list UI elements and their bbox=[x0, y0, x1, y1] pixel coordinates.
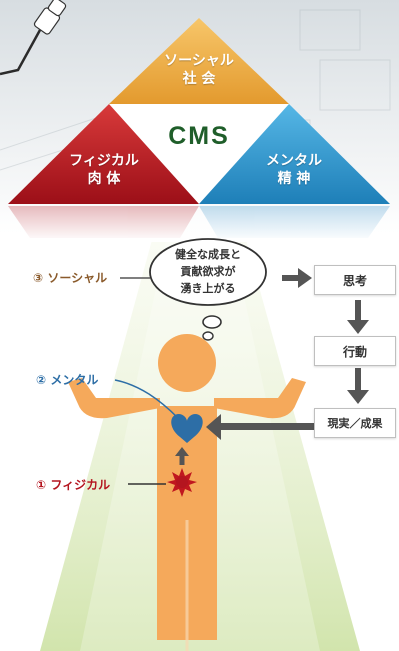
arrow-up-icon bbox=[175, 447, 189, 465]
triangle-social bbox=[109, 18, 289, 104]
cms-title: CMS bbox=[168, 122, 230, 150]
cms-triangle bbox=[8, 18, 390, 204]
person-head bbox=[158, 334, 216, 392]
social-label: ③ ソーシャル bbox=[33, 271, 108, 285]
person-left-arm bbox=[68, 378, 160, 419]
sun-icon bbox=[167, 468, 197, 497]
physical-subtitle: 肉 体 bbox=[87, 171, 121, 187]
physical-title: フィジカル bbox=[69, 153, 139, 169]
triangle-center bbox=[109, 104, 289, 204]
triangle-social-text: ソーシャル 社 会 bbox=[149, 52, 249, 88]
thought-bubble bbox=[149, 238, 267, 341]
flow-box-result: 現実／成果 bbox=[314, 408, 396, 438]
hand-pointer-icon bbox=[0, 0, 67, 76]
thought-line3: 湧き上がる bbox=[180, 282, 236, 295]
mental-connector bbox=[114, 379, 179, 419]
social-title: ソーシャル bbox=[164, 53, 234, 69]
thought-text: 健全な成長と 貢献欲求が 湧き上がる bbox=[156, 246, 260, 297]
triangle-mental bbox=[199, 104, 390, 204]
triangle-physical bbox=[8, 104, 199, 204]
thought-line2: 貢献欲求が bbox=[180, 265, 236, 278]
arrow-left-icon bbox=[206, 414, 316, 440]
flow-box-thinking: 思考 bbox=[314, 265, 396, 295]
triangle-mental-text: メンタル 精 神 bbox=[244, 152, 344, 188]
social-subtitle: 社 会 bbox=[182, 71, 216, 87]
person-right-arm bbox=[214, 378, 306, 419]
arrow-down-icon bbox=[347, 368, 369, 404]
thought-line1: 健全な成長と bbox=[175, 248, 241, 261]
mental-title: メンタル bbox=[266, 153, 322, 169]
arrow-down-icon bbox=[347, 300, 369, 334]
arrow-right-icon bbox=[282, 268, 312, 288]
heart-icon bbox=[171, 414, 203, 443]
mental-label: ② メンタル bbox=[36, 373, 99, 387]
flow-box-action: 行動 bbox=[314, 336, 396, 366]
mental-subtitle: 精 神 bbox=[277, 171, 311, 187]
triangle-physical-text: フィジカル 肉 体 bbox=[54, 152, 154, 188]
physical-label: ① フィジカル bbox=[36, 478, 111, 492]
